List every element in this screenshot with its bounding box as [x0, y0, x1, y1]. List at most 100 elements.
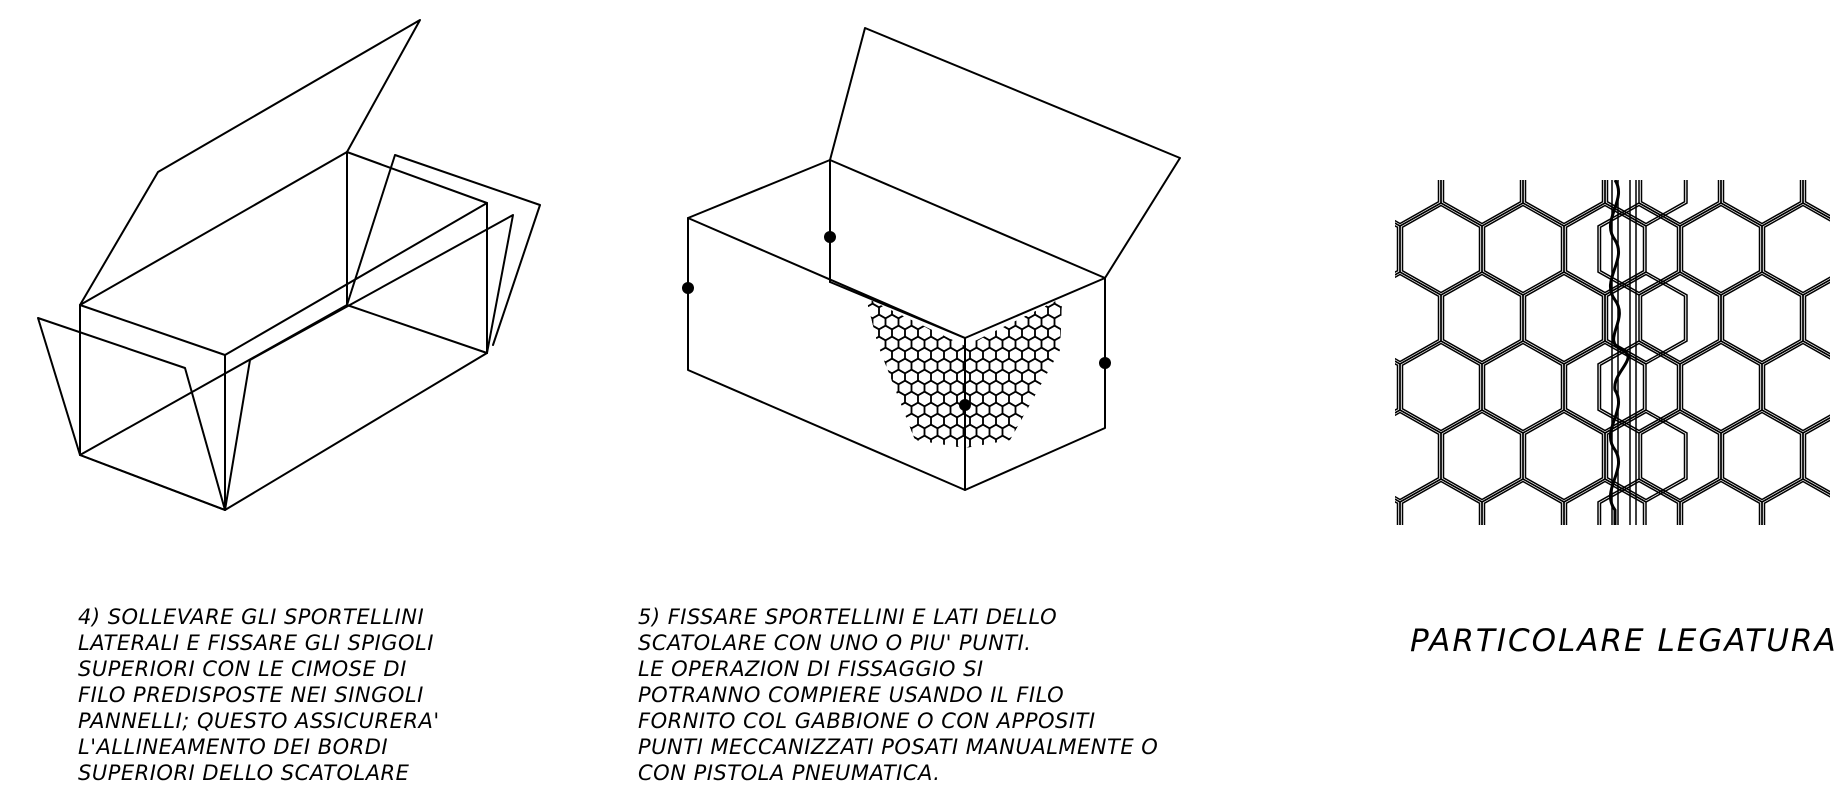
mesh-cell — [930, 434, 945, 448]
mesh-cell — [910, 298, 926, 309]
caption-line: FILO PREDISPOSTE NEI SINGOLI — [78, 683, 424, 707]
mesh-patch — [866, 298, 1062, 448]
mesh-cell — [943, 302, 958, 320]
mesh-cell — [891, 434, 906, 448]
mesh-cell — [1485, 68, 1562, 155]
gabion-box-step5 — [682, 27, 1181, 491]
front-side-flap — [224, 214, 514, 511]
caption-line: LATERALI E FISSARE GLI SPIGOLI — [78, 631, 434, 655]
mesh-cell — [1599, 204, 1679, 294]
mesh-cell — [1763, 342, 1830, 432]
lacing-wire — [1608, 180, 1630, 525]
step4-caption: 4) SOLLEVARE GLI SPORTELLINI LATERALI E … — [78, 604, 440, 786]
mesh-cell — [956, 302, 971, 320]
mesh-cell — [1395, 273, 1440, 363]
mesh-cell — [1008, 434, 1023, 448]
caption-line: SUPERIORI DELLO SCATOLARE — [78, 761, 410, 785]
mesh-cell — [988, 298, 1004, 309]
mesh-cell — [1599, 342, 1679, 432]
box-base-rear — [79, 304, 488, 456]
mesh-cell — [1763, 480, 1830, 525]
step5-caption: 5) FISSARE SPORTELLINI E LATI DELLO SCAT… — [638, 604, 1158, 786]
caption-line: PUNTI MECCANIZZATI POSATI MANUALMENTE O — [638, 735, 1159, 759]
detail-title: PARTICOLARE LEGATURA — [1410, 623, 1838, 659]
mesh-cell — [1403, 68, 1480, 155]
mesh-cell — [878, 368, 893, 386]
mesh-cell — [943, 434, 958, 448]
caption-line: 4) SOLLEVARE GLI SPORTELLINI — [78, 605, 425, 629]
mesh-cell — [1524, 411, 1604, 501]
fixing-point — [1099, 357, 1111, 369]
mesh-cell — [1524, 180, 1604, 225]
mesh-cell — [1483, 342, 1563, 432]
mesh-cell — [949, 298, 965, 309]
mesh-cell — [917, 302, 932, 320]
mesh-cell — [1606, 411, 1686, 501]
mesh-cell — [923, 298, 939, 309]
mesh-cell — [962, 313, 978, 331]
mesh-cell — [1060, 324, 1062, 342]
mesh-cell — [1640, 180, 1720, 225]
mesh-cell — [1040, 423, 1056, 441]
mesh-cell — [1060, 302, 1062, 320]
gabion-box-step4 — [37, 19, 541, 511]
mesh-cell — [982, 434, 997, 448]
caption-line: SCATOLARE CON UNO O PIU' PUNTI. — [638, 631, 1032, 655]
mesh-cell — [1395, 498, 1401, 525]
mesh-cell — [866, 368, 880, 386]
mesh-cell — [897, 298, 913, 309]
mesh-cell — [878, 434, 893, 448]
mesh-cell — [1395, 222, 1401, 276]
box-bottom-edges — [79, 352, 488, 511]
caption-line: CON PISTOLA PNEUMATICA. — [638, 761, 941, 785]
mesh-cell — [1483, 204, 1563, 294]
mesh-cell — [982, 302, 997, 320]
caption-line: 5) FISSARE SPORTELLINI E LATI DELLO — [638, 605, 1058, 629]
mesh-cell — [1804, 281, 1830, 355]
mesh-cell — [1442, 411, 1522, 501]
mesh-cell — [866, 335, 874, 353]
mesh-cell — [1802, 180, 1830, 220]
mesh-cell — [897, 423, 913, 441]
mesh-cell — [1318, 65, 1400, 157]
binding-detail — [1318, 65, 1830, 525]
mesh-cell — [1722, 273, 1802, 363]
mesh-cell — [878, 412, 893, 430]
mesh-cell — [1060, 390, 1062, 408]
mesh-cell — [1565, 342, 1645, 432]
mesh-cell — [1400, 65, 1482, 157]
mesh-cell — [871, 423, 887, 441]
mesh-cell — [1565, 204, 1645, 294]
mesh-cell — [1053, 379, 1062, 397]
mesh-cell — [866, 379, 874, 397]
mesh-cell — [1599, 480, 1679, 525]
mesh-cell — [995, 434, 1010, 448]
box-top-edges — [79, 151, 488, 356]
mesh-cell — [866, 412, 880, 430]
mesh-cell — [956, 434, 971, 448]
fixing-point — [682, 282, 694, 294]
mesh-cell — [1395, 360, 1401, 414]
caption-line: PANNELLI; QUESTO ASSICURERA' — [78, 709, 440, 733]
box-top-rim — [687, 159, 1106, 339]
mesh-cell — [1681, 480, 1761, 525]
mesh-cell — [917, 434, 932, 448]
mesh-cell — [1040, 401, 1056, 419]
mesh-cell — [975, 298, 991, 309]
mesh-cell — [891, 412, 906, 430]
mesh-cell — [1027, 423, 1043, 441]
mesh-cell — [1395, 180, 1440, 225]
mesh-cell — [1401, 480, 1481, 525]
box-lid-raised — [79, 19, 421, 306]
fixing-point — [959, 399, 971, 411]
mesh-cell — [1565, 480, 1645, 525]
mesh-cell — [1722, 180, 1802, 225]
mesh-cell — [1763, 204, 1830, 294]
mesh-cell — [1395, 411, 1440, 501]
mesh-cell — [866, 401, 874, 419]
caption-line: L'ALLINEAMENTO DEI BORDI — [78, 735, 389, 759]
mesh-cell — [1001, 298, 1017, 309]
mesh-cell — [1034, 434, 1049, 448]
right-side-flap — [346, 154, 541, 346]
mesh-cell — [995, 302, 1010, 320]
